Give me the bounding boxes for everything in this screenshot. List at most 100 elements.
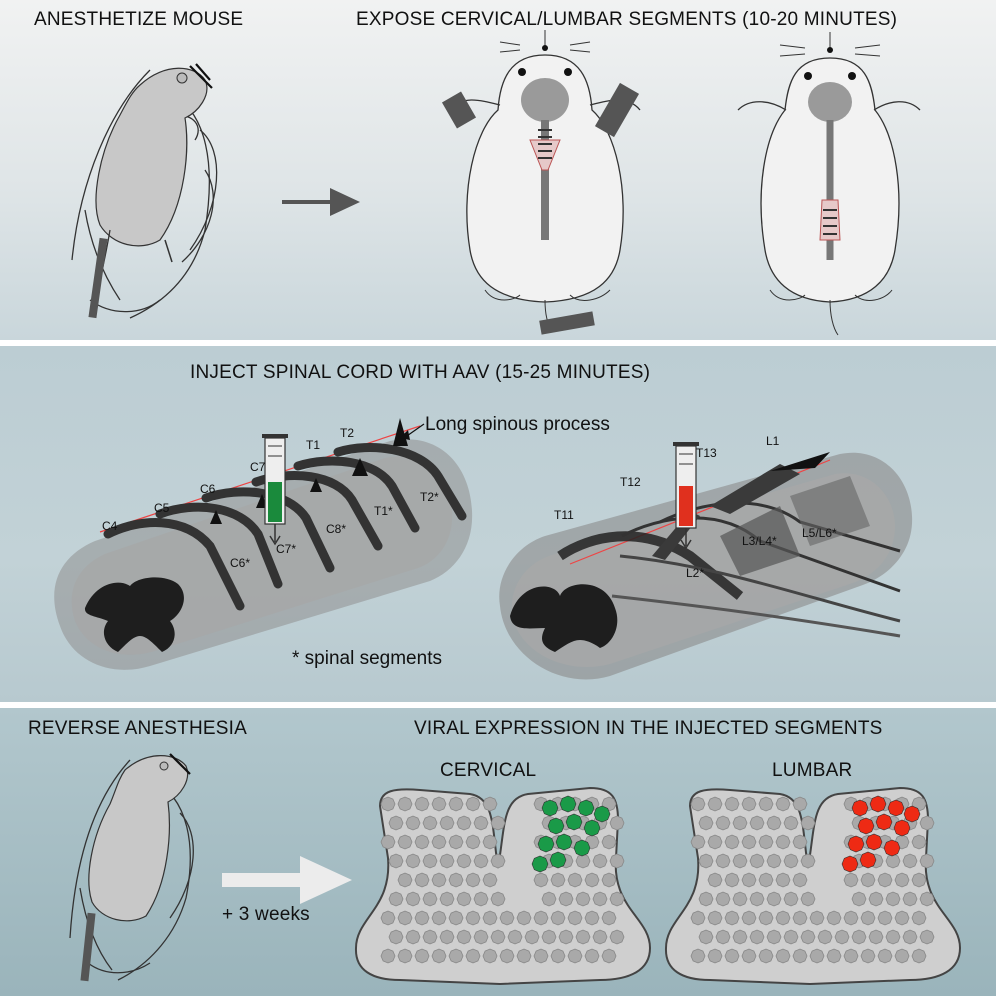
neuron-cell (541, 891, 557, 907)
neuron-cell (749, 815, 765, 831)
neuron-cell (741, 948, 757, 964)
neuron-cell (775, 910, 791, 926)
expressing-neuron-cell (869, 795, 887, 813)
neuron-cell (724, 872, 740, 888)
neuron-cell (558, 929, 574, 945)
expressing-neuron-cell (875, 813, 893, 831)
neuron-cell (775, 834, 791, 850)
expressing-neuron-cell (847, 835, 865, 853)
neuron-cell (800, 891, 816, 907)
neuron-cell (609, 853, 625, 869)
neuron-cell (456, 929, 472, 945)
neuron-cell (758, 834, 774, 850)
expressing-neuron-cell (559, 795, 577, 813)
neuron-cell (380, 948, 396, 964)
neuron-cell (783, 929, 799, 945)
neuron-cell (490, 929, 506, 945)
neuron-cell (414, 872, 430, 888)
neuron-cell (698, 815, 714, 831)
neuron-cell (775, 796, 791, 812)
neuron-cell (707, 834, 723, 850)
expressing-neuron-cell (857, 817, 875, 835)
neuron-cell (465, 872, 481, 888)
spinal-segments-footnote: * spinal segments (292, 648, 442, 669)
vertebra-label: C7 (250, 460, 266, 474)
neuron-cell (749, 853, 765, 869)
neuron-cell (902, 929, 918, 945)
neuron-cell (439, 853, 455, 869)
neuron-cell (550, 910, 566, 926)
neuron-cell (414, 796, 430, 812)
vertebra-label: T12 (620, 475, 641, 489)
neuron-cell (448, 948, 464, 964)
neuron-cell (601, 910, 617, 926)
neuron-cell (448, 872, 464, 888)
expressing-neuron-cell (531, 855, 549, 873)
neuron-cell (422, 891, 438, 907)
lumbar-syringe-icon (673, 442, 699, 550)
neuron-cell (732, 929, 748, 945)
neuron-cell (473, 891, 489, 907)
neuron-cell (422, 853, 438, 869)
neuron-cell (707, 872, 723, 888)
neuron-cell (885, 853, 901, 869)
neuron-cell (431, 872, 447, 888)
neuron-cell (397, 872, 413, 888)
expressing-neuron-cell (583, 819, 601, 837)
neuron-cell (698, 929, 714, 945)
neuron-cell (439, 929, 455, 945)
expressing-neuron-cell (555, 833, 573, 851)
neuron-cell (792, 948, 808, 964)
neuron-cell (405, 815, 421, 831)
neuron-cell (707, 948, 723, 964)
neuron-cell (911, 910, 927, 926)
neuron-cell (405, 929, 421, 945)
neuron-cell (584, 872, 600, 888)
neuron-cell (533, 872, 549, 888)
neuron-cell (817, 929, 833, 945)
inject-title: INJECT SPINAL CORD WITH AAV (15-25 MINUT… (190, 362, 651, 383)
neuron-cell (749, 891, 765, 907)
neuron-cell (885, 929, 901, 945)
neuron-cell (601, 834, 617, 850)
mouse-lumbar-exposure-icon (737, 32, 921, 336)
neuron-cell (388, 929, 404, 945)
neuron-cell (414, 834, 430, 850)
vertebra-label: C5 (154, 501, 170, 515)
panel1-illustration (71, 30, 921, 336)
expressing-neuron-cell (865, 833, 883, 851)
neuron-cell (783, 891, 799, 907)
neuron-cells (380, 795, 625, 964)
lumbar-spinal-cord (499, 452, 913, 680)
neuron-cell (749, 929, 765, 945)
anesthetize-title: ANESTHETIZE MOUSE (34, 9, 244, 30)
neuron-cell (422, 929, 438, 945)
segment-label: C6* (230, 556, 251, 570)
panel-anesthetize-expose: ANESTHETIZE MOUSE EXPOSE CERVICAL/LUMBAR… (0, 0, 996, 340)
neuron-cell (894, 910, 910, 926)
neuron-cell (575, 891, 591, 907)
neuron-cell (592, 929, 608, 945)
neuron-cell (715, 853, 731, 869)
mouse-held-icon (80, 753, 191, 982)
vertebra-label: C6 (200, 482, 216, 496)
neuron-cell (885, 891, 901, 907)
neuron-cell (877, 948, 893, 964)
lumbar-gray-matter (510, 584, 618, 652)
expressing-neuron-cell (541, 799, 559, 817)
neuron-cell (868, 929, 884, 945)
neuron-cell (843, 910, 859, 926)
neuron-cell (465, 796, 481, 812)
neuron-cell (584, 910, 600, 926)
panel-reverse-expression: REVERSE ANESTHESIA VIRAL EXPRESSION IN T… (0, 708, 996, 996)
weeks-label: + 3 weeks (222, 904, 310, 925)
neuron-cell (414, 948, 430, 964)
neuron-cell (698, 853, 714, 869)
neuron-cell (482, 872, 498, 888)
neuron-cell (911, 872, 927, 888)
neuron-cell (894, 872, 910, 888)
neuron-cell (911, 948, 927, 964)
neuron-cell (826, 910, 842, 926)
expressing-neuron-cell (883, 839, 901, 857)
neuron-cell (877, 872, 893, 888)
